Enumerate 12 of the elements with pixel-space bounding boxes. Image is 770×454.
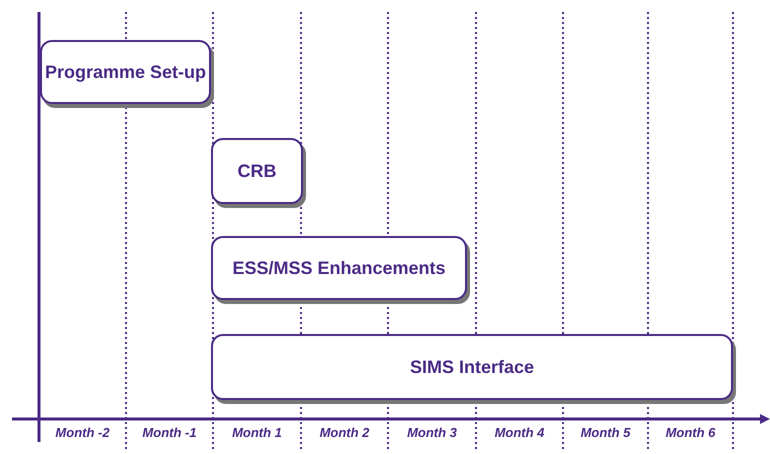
month-label: Month 6 [664,426,716,439]
month-label: Month 3 [406,426,458,439]
month-label: Month 5 [580,426,632,439]
month-label: Month 2 [318,426,370,439]
task-name: SIMS Interface [410,356,534,378]
task-name: CRB [238,160,276,182]
task-name: Programme Set-up [44,62,206,82]
month-label: Month -2 [54,426,111,439]
month-label: Month 1 [231,426,283,439]
month-label: Month -1 [141,426,198,439]
task-name: ESS/MSS Enhancements [232,258,446,278]
month-label: Month 4 [494,426,546,439]
